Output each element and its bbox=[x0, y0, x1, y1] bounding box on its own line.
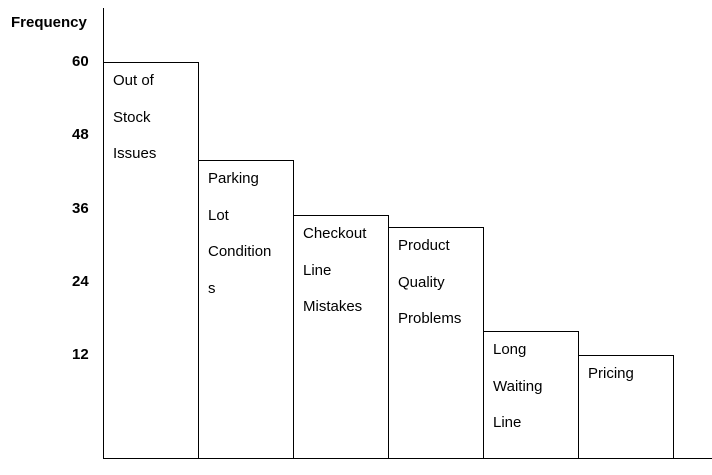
category-label-line: Problems bbox=[398, 310, 462, 327]
y-tick-label: 12 bbox=[72, 346, 89, 363]
y-tick-label: 48 bbox=[72, 126, 89, 144]
category-label-line: Stock bbox=[113, 108, 151, 126]
category-label-line: Product bbox=[398, 237, 450, 254]
bar bbox=[103, 62, 199, 459]
category-label-line: Long bbox=[493, 341, 527, 358]
category-label-line: Condition bbox=[208, 243, 272, 260]
bar bbox=[198, 160, 294, 459]
category-label-line: Parking bbox=[208, 170, 259, 187]
y-tick-label: 24 bbox=[72, 272, 89, 290]
category-label-line: s bbox=[208, 279, 216, 297]
category-label-line: Quality bbox=[398, 273, 445, 291]
y-axis-label: Frequency bbox=[11, 14, 87, 31]
bar bbox=[483, 331, 579, 459]
bar bbox=[578, 355, 674, 459]
category-label-line: Issues bbox=[113, 145, 157, 162]
bar bbox=[388, 227, 484, 459]
bars-group bbox=[103, 62, 674, 459]
bar bbox=[293, 215, 389, 459]
category-label-line: Mistakes bbox=[303, 298, 363, 315]
category-label-line: Lot bbox=[208, 206, 229, 224]
category-label-line: Waiting bbox=[493, 377, 543, 395]
category-label-line: Out of bbox=[113, 72, 154, 89]
category-label: Pricing bbox=[588, 356, 634, 393]
category-label-line: Line bbox=[303, 261, 332, 279]
category-label-line: Line bbox=[493, 414, 522, 431]
y-tick-label: 60 bbox=[72, 53, 89, 70]
y-tick-label: 36 bbox=[72, 199, 89, 217]
category-label-line: Checkout bbox=[303, 225, 367, 242]
category-label-line: Pricing bbox=[588, 365, 634, 382]
